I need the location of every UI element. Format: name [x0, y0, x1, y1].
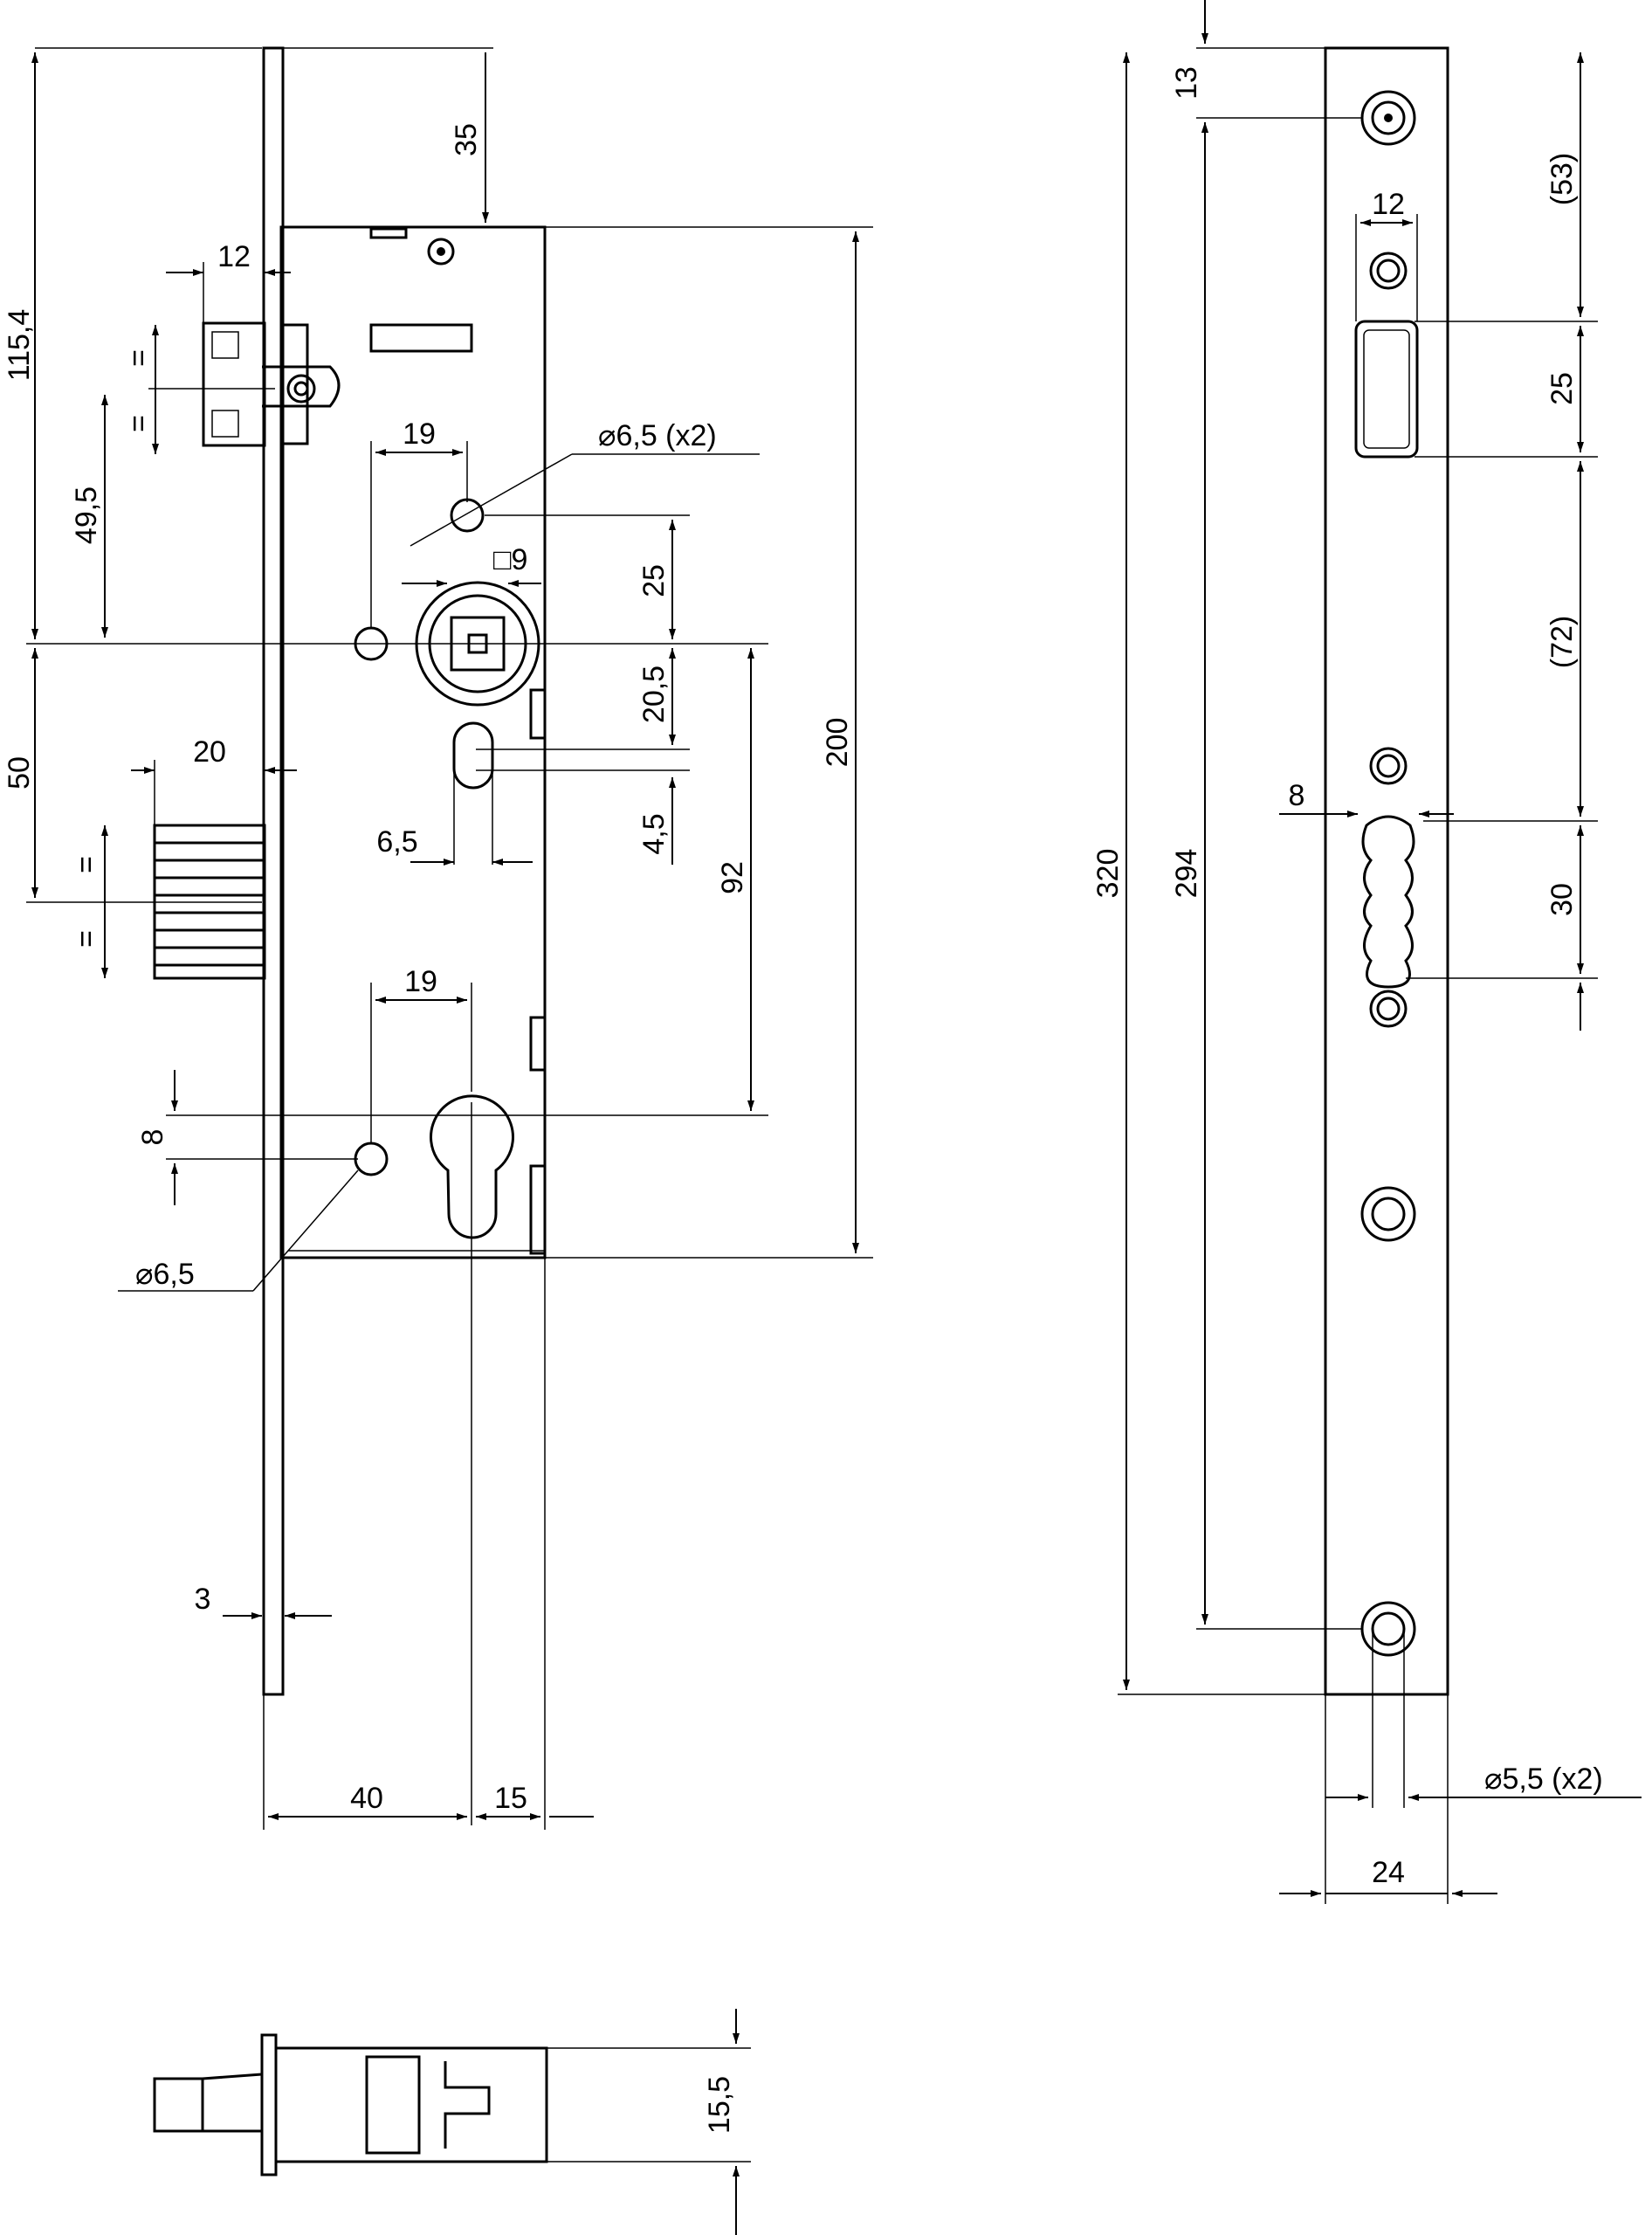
dim-50: 50 — [3, 756, 36, 790]
top-view: 15,5 — [153, 2009, 751, 2235]
dim-12-faceplate: 12 — [1372, 188, 1405, 221]
latch-window — [1354, 320, 1419, 459]
svg-text:=: = — [122, 349, 155, 367]
dim-20: 20 — [193, 735, 226, 769]
dim-294: 294 — [1170, 849, 1203, 899]
lock-case-top — [274, 2046, 548, 2163]
fixing-hole-lower — [354, 1142, 389, 1176]
svg-text:=: = — [70, 856, 103, 873]
dim-12-front: 12 — [217, 240, 251, 273]
dim-24: 24 — [1372, 1856, 1405, 1889]
dim-35: 35 — [450, 123, 483, 156]
dim-phi-5-5-x2: ⌀5,5 (x2) — [1484, 1762, 1603, 1796]
dim-19-bottom: 19 — [404, 965, 437, 998]
dim-25-front: 25 — [637, 564, 671, 597]
dim-3: 3 — [195, 1583, 211, 1616]
dim-phi-6-5-x2: ⌀6,5 (x2) — [598, 419, 717, 452]
dim-320: 320 — [1091, 849, 1125, 899]
dim-49-5: 49,5 — [70, 486, 103, 544]
lock-case — [279, 225, 547, 1259]
dim-15-5: 15,5 — [703, 2076, 736, 2134]
dim-92: 92 — [716, 861, 749, 894]
svg-text:=: = — [122, 415, 155, 432]
dim-13: 13 — [1170, 66, 1203, 100]
dim-4-5: 4,5 — [637, 813, 671, 854]
dim-115-4: 115,4 — [3, 309, 36, 382]
deadbolt-window — [1361, 815, 1415, 989]
dim-8-faceplate: 8 — [1289, 779, 1305, 812]
dim-25-faceplate: 25 — [1545, 372, 1579, 405]
dim-phi-6-5: ⌀6,5 — [135, 1258, 195, 1291]
svg-text:=: = — [70, 930, 103, 948]
dim-6-5: 6,5 — [376, 825, 417, 859]
cylinder-cutout — [430, 1094, 514, 1239]
case-screw-top — [427, 238, 455, 266]
fixing-hole-upper — [450, 498, 485, 533]
dim-30: 30 — [1545, 883, 1579, 916]
dim-53: (53) — [1545, 153, 1579, 205]
faceplate-screw-middle — [1360, 1186, 1416, 1242]
dim-40: 40 — [350, 1782, 383, 1815]
front-view: 115,4 35 12 = = 49,5 19 ⌀6,5 (x2) □9 — [3, 46, 873, 1830]
dim-square-9: □9 — [493, 543, 527, 576]
faceplate — [1324, 46, 1449, 1696]
dim-72: (72) — [1545, 616, 1579, 668]
dim-200: 200 — [821, 718, 854, 768]
dim-20-5: 20,5 — [637, 666, 671, 723]
dim-19-top: 19 — [403, 417, 436, 451]
faceplate-view: 13 320 294 12 (53) 25 (72) 30 — [1091, 0, 1642, 1904]
dim-15-front: 15 — [494, 1782, 527, 1815]
faceplate-screw-bottom — [1360, 1601, 1416, 1657]
latch-bolt — [202, 321, 341, 447]
dim-8-front: 8 — [136, 1129, 169, 1146]
